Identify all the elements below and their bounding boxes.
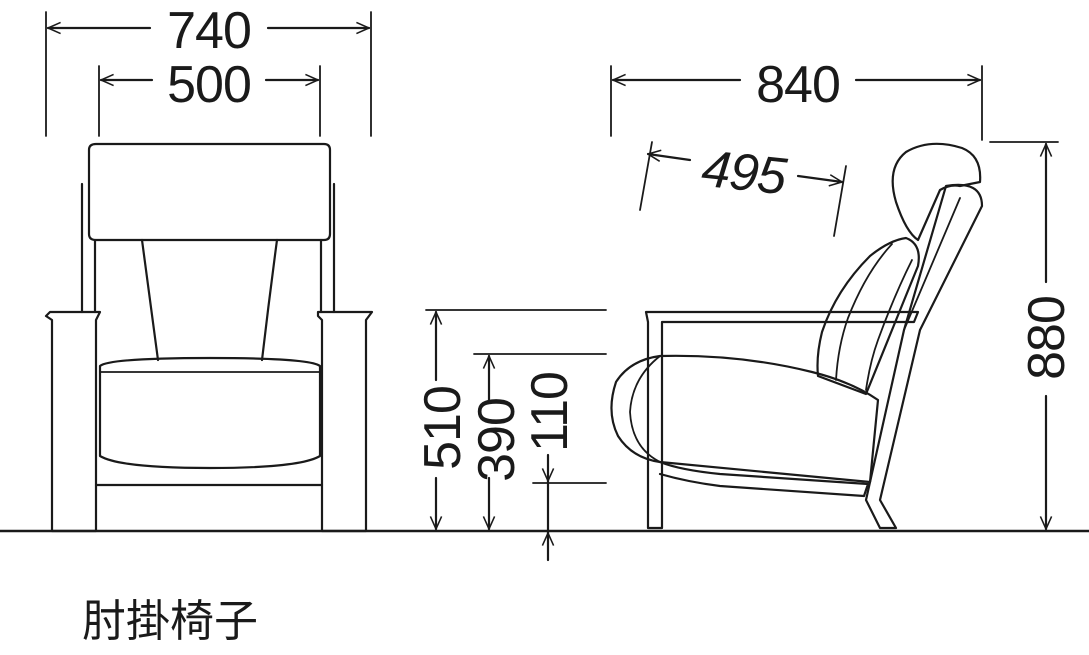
- front-seat-cushion: [98, 356, 322, 470]
- dim-seat-depth: 495: [648, 140, 842, 207]
- label-overall-width: 740: [167, 2, 251, 60]
- dim-seat-width: 500: [99, 56, 320, 114]
- front-view-chair: [44, 11, 374, 533]
- side-seat-cushion: [610, 354, 880, 484]
- caption: 肘掛椅子: [82, 596, 258, 647]
- label-seat-height: 390: [468, 398, 526, 482]
- height-dimensions: 510 390 110: [414, 309, 607, 562]
- label-armrest-height: 510: [414, 386, 472, 470]
- front-headrest: [87, 142, 332, 242]
- side-view-chair: [610, 65, 1059, 530]
- label-floor-clearance: 110: [521, 372, 579, 452]
- label-seat-width: 500: [167, 56, 251, 114]
- dim-overall-width: 740: [46, 2, 371, 60]
- label-overall-depth: 840: [756, 56, 840, 114]
- label-overall-height: 880: [1018, 296, 1076, 380]
- label-seat-depth: 495: [699, 140, 790, 207]
- dim-overall-depth: 840: [611, 56, 982, 114]
- side-headrest: [891, 142, 982, 242]
- front-left-arm: [44, 310, 102, 533]
- side-armrest: [644, 310, 920, 530]
- side-back-cushion: [816, 236, 920, 396]
- front-right-arm: [316, 310, 374, 533]
- dim-overall-height: 880: [1018, 142, 1076, 531]
